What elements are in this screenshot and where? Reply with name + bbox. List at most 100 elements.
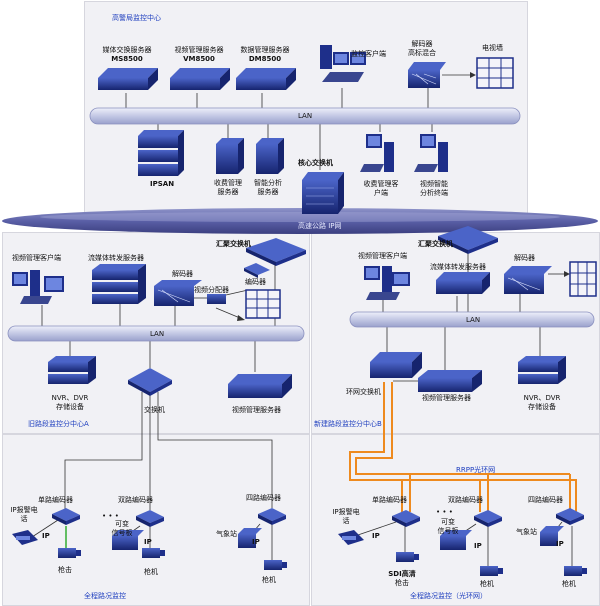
- toll-client-icon: [360, 134, 394, 172]
- nvr-a-icon: [48, 356, 96, 384]
- tv-wall-icon: [476, 57, 514, 89]
- center-b-panel: [311, 232, 600, 434]
- hq-lan-label: LAN: [298, 112, 313, 120]
- single-encoder-b-label: 单路编码器: [372, 496, 407, 504]
- ip-phone-a-label: IP报警电话: [10, 506, 38, 523]
- video-distributor-icon: [207, 294, 226, 304]
- ipsan-icon: [138, 130, 184, 176]
- smart-analysis-server-icon: [256, 138, 284, 174]
- video-mgmt-server-a-label: 视频管理服务器: [232, 406, 281, 414]
- sign-board-a-label: 可变信号板: [111, 520, 133, 537]
- weather-station-b-icon: [540, 526, 564, 546]
- video-client-b-label: 视频管理客户端: [358, 252, 407, 260]
- gun-camera-b2-icon: [480, 566, 503, 576]
- video-mgmt-server-a-icon: [228, 374, 292, 398]
- stream-server-a-label: 流媒体转发服务器: [88, 254, 144, 262]
- sign-board-a-icon: [112, 530, 144, 550]
- video-mgmt-server-b-label: 视频管理服务器: [422, 394, 471, 402]
- ring-switch-icon: [370, 352, 422, 378]
- ip-a1-label: IP: [42, 532, 50, 540]
- center-b-lan-label: LAN: [466, 316, 481, 324]
- gun-a1-label: 枪击: [58, 566, 72, 574]
- toll-mgmt-server-icon: [216, 138, 244, 174]
- gun-b2-label: 枪机: [480, 580, 494, 588]
- tv-wall-b-icon: [569, 261, 597, 297]
- gun-a3-label: 枪机: [262, 576, 276, 584]
- toll-client-label: 收费管理客户端: [363, 180, 399, 197]
- sign-board-b-label: 可变信号板: [437, 518, 459, 535]
- core-switch-icon: [302, 172, 344, 214]
- quad-encoder-b-icon: [556, 508, 584, 525]
- agg-switch-a-icon: [246, 238, 306, 266]
- decoder-a-icon: [154, 280, 202, 306]
- monitor-client-icon: [320, 45, 366, 82]
- ip-b3-label: IP: [556, 540, 564, 548]
- ring-switch-label: 环网交换机: [346, 388, 381, 396]
- decoder-b-label: 解码器: [514, 254, 535, 262]
- dual-encoder-b-icon: [474, 510, 502, 527]
- media-switch-server-icon: [98, 68, 158, 90]
- ip-b1-label: IP: [372, 532, 380, 540]
- ip-phone-a-icon: [12, 530, 38, 545]
- ip-phone-b-icon: [338, 530, 364, 545]
- rrpp-label: RRPP光环网: [456, 466, 496, 474]
- agg-switch-a-label: 汇聚交换机: [216, 240, 251, 248]
- center-b-title: 新建路段监控分中心B: [314, 420, 382, 428]
- backbone-label: 高速公路 IP网: [298, 222, 342, 230]
- video-client-a-icon: [12, 270, 64, 304]
- switch-a-label: 交换机: [144, 406, 165, 414]
- ip-a3-label: IP: [252, 538, 260, 546]
- gun-camera-a2-icon: [142, 548, 165, 558]
- gun-b3-label: 枪机: [562, 580, 576, 588]
- gun-camera-b3-icon: [564, 566, 587, 576]
- quad-encoder-a-icon: [258, 508, 286, 525]
- agg-switch-b-label: 汇聚交换机: [418, 240, 453, 248]
- ip-b2-label: IP: [474, 542, 482, 550]
- tv-wall-label: 电视墙: [482, 44, 503, 52]
- gun-a2-label: 枪机: [144, 568, 158, 576]
- tv-wall-a-icon: [245, 289, 281, 319]
- ip-phone-b-label: IP报警电话: [332, 508, 360, 525]
- decoder-b-icon: [504, 266, 552, 294]
- dual-encoder-a-label: 双路编码器: [118, 496, 153, 504]
- ipsan-label: IPSAN: [150, 180, 175, 188]
- decoder-a-label: 解码器: [172, 270, 193, 278]
- hq-decoder-icon: [408, 62, 446, 88]
- video-client-b-icon: [364, 266, 410, 300]
- dual-encoder-b-label: 双路编码器: [448, 496, 483, 504]
- dots-b: • • •: [436, 508, 453, 516]
- quad-encoder-a-label: 四路编码器: [246, 494, 281, 502]
- field-b-panel: [311, 434, 600, 606]
- hq-decoder-label: 解码器高标混合: [408, 40, 436, 57]
- single-encoder-b-icon: [392, 510, 420, 527]
- data-mgmt-server-icon: [236, 68, 296, 90]
- stream-server-a-icon: [92, 264, 146, 304]
- video-smart-terminal-icon: [414, 134, 448, 172]
- switch-a-icon: [128, 368, 172, 396]
- dots-a: • • •: [102, 512, 119, 520]
- weather-b-label: 气象站: [516, 528, 537, 536]
- smart-analysis-server-label: 智能分析服务器: [254, 179, 282, 196]
- encoder-a-icon: [244, 263, 270, 278]
- encoder-a-label: 编码器: [245, 278, 266, 286]
- quad-encoder-b-label: 四路编码器: [528, 496, 563, 504]
- single-encoder-a-icon: [52, 508, 80, 525]
- video-mgmt-server-b-icon: [418, 370, 482, 392]
- field-a-title: 全程路况监控: [84, 592, 126, 600]
- sign-board-b-icon: [440, 530, 472, 550]
- video-distributor-label: 视频分配器: [194, 286, 229, 294]
- weather-a-label: 气象站: [216, 530, 237, 538]
- center-a-lan-label: LAN: [150, 330, 165, 338]
- sdi-camera-icon: [396, 552, 419, 562]
- gun-camera-a1-icon: [58, 548, 81, 558]
- center-a-title: 旧路段监控分中心A: [28, 420, 89, 428]
- toll-mgmt-server-label: 收费管理服务器: [214, 179, 242, 196]
- single-encoder-a-label: 单路编码器: [38, 496, 73, 504]
- video-client-a-label: 视频管理客户端: [12, 254, 61, 262]
